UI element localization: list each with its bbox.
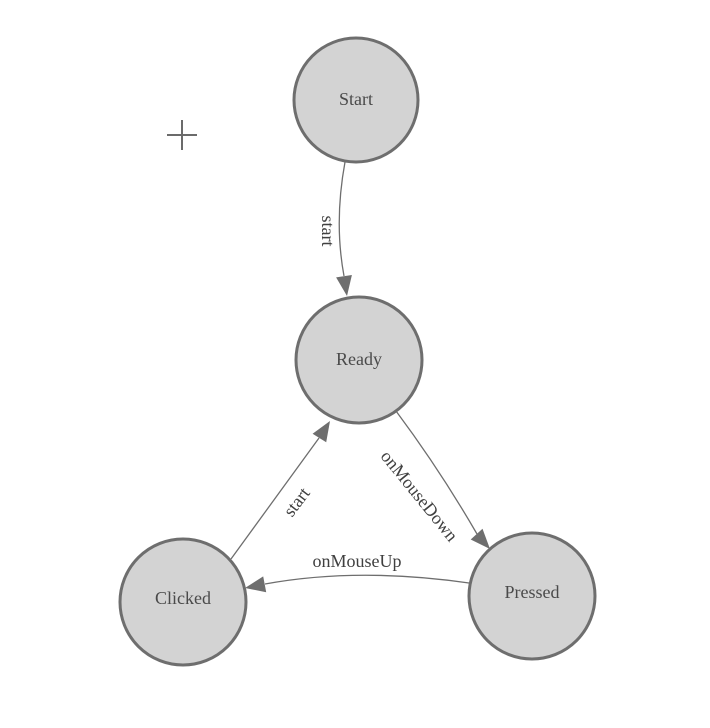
edge-clicked-to-ready-line[interactable] bbox=[230, 437, 320, 560]
edge-pressed-to-clicked-line[interactable] bbox=[264, 574, 470, 585]
node-pressed[interactable]: Pressed bbox=[467, 531, 597, 661]
node-start-label: Start bbox=[339, 89, 373, 109]
node-ready-circle[interactable] bbox=[294, 295, 424, 425]
node-ready[interactable]: Ready bbox=[294, 295, 424, 425]
edge-start-to-ready[interactable]: start bbox=[318, 161, 352, 296]
node-start-circle[interactable] bbox=[292, 36, 420, 164]
edge-label-start-to-ready-2: start bbox=[279, 483, 314, 520]
edge-label-on-mouse-down: onMouseDown bbox=[377, 446, 462, 545]
edge-label-start-to-ready: start bbox=[318, 216, 338, 247]
edge-clicked-to-ready-arrowhead-icon bbox=[312, 421, 330, 443]
edge-label-on-mouse-up: onMouseUp bbox=[313, 551, 402, 571]
edge-pressed-to-clicked-arrowhead-icon bbox=[245, 576, 267, 593]
plus-crosshair-icon bbox=[167, 120, 197, 150]
edge-start-to-ready-line[interactable] bbox=[338, 161, 346, 277]
edge-pressed-to-clicked[interactable]: onMouseUp bbox=[245, 551, 470, 593]
edge-ready-to-pressed[interactable]: onMouseDown bbox=[377, 410, 490, 549]
node-ready-label: Ready bbox=[336, 349, 382, 369]
edge-ready-to-pressed-arrowhead-icon bbox=[470, 528, 490, 549]
edge-ready-to-pressed-line[interactable] bbox=[395, 410, 478, 535]
node-pressed-label: Pressed bbox=[505, 582, 560, 602]
node-clicked-label: Clicked bbox=[155, 588, 211, 608]
node-clicked-circle[interactable] bbox=[118, 537, 248, 667]
node-clicked[interactable]: Clicked bbox=[118, 537, 248, 667]
edge-clicked-to-ready[interactable]: start bbox=[230, 421, 330, 560]
node-pressed-circle[interactable] bbox=[467, 531, 597, 661]
edge-start-to-ready-arrowhead-icon bbox=[336, 275, 352, 296]
node-start[interactable]: Start bbox=[292, 36, 420, 164]
